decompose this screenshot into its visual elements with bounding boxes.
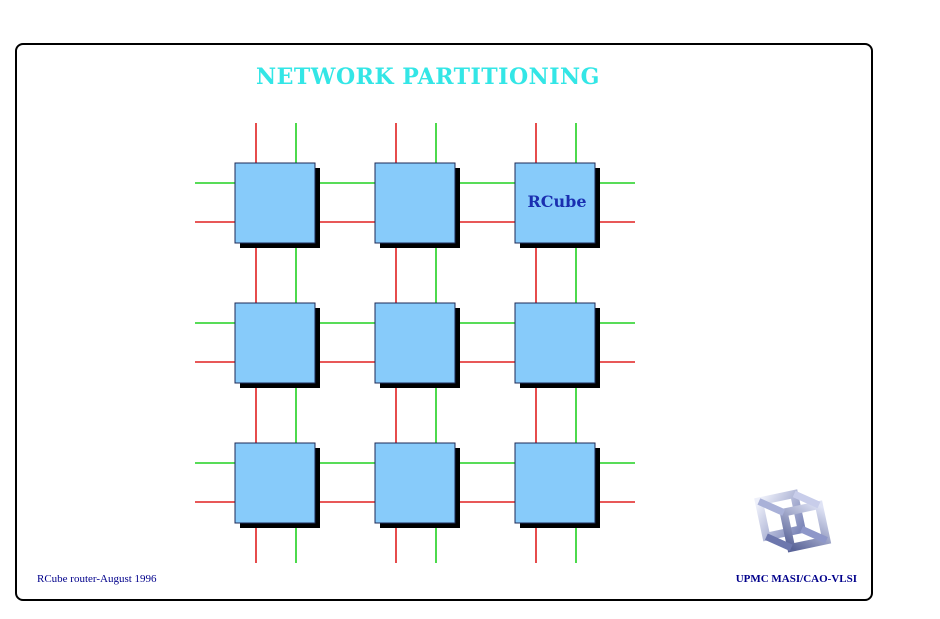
- router-node: [234, 302, 316, 384]
- router-node: [374, 162, 456, 244]
- router-node: [514, 162, 596, 244]
- slide-title: NETWORK PARTITIONING: [256, 64, 600, 90]
- router-node-label: RCube: [527, 192, 586, 211]
- footer-right-credit: UPMC MASI/CAO-VLSI: [735, 573, 857, 585]
- router-node: [374, 442, 456, 524]
- router-node: [234, 162, 316, 244]
- slide-frame: [15, 43, 873, 601]
- router-node: [514, 442, 596, 524]
- cube-lattice-logo-icon: [754, 489, 832, 553]
- router-node: [234, 442, 316, 524]
- footer-left-credit: RCube router-August 1996: [37, 573, 157, 585]
- router-node: [514, 302, 596, 384]
- router-node: [374, 302, 456, 384]
